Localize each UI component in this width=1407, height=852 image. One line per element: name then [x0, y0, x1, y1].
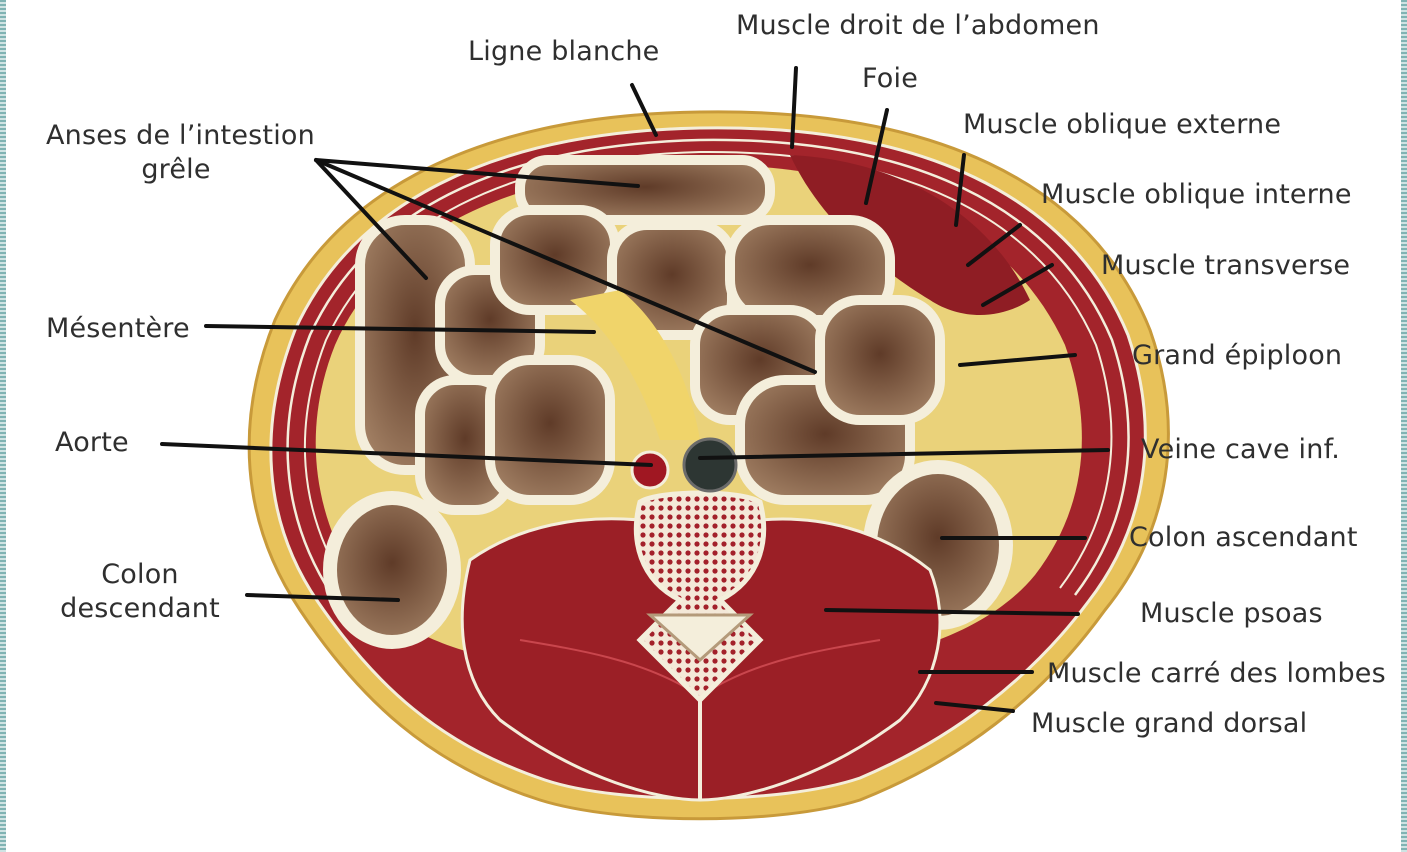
label-muscle-droit: Muscle droit de l’abdomen	[736, 9, 1100, 43]
label-psoas: Muscle psoas	[1140, 597, 1323, 631]
label-grand-dorsal: Muscle grand dorsal	[1031, 707, 1307, 741]
label-anses-line1: Anses de l’intestion	[46, 119, 306, 153]
label-grand-epiploon: Grand épiploon	[1132, 339, 1342, 373]
label-veine-cave: Veine cave inf.	[1141, 433, 1340, 467]
label-colon-desc-line2: descendant	[55, 592, 225, 626]
label-colon-desc: Colon descendant	[55, 558, 225, 626]
label-oblique-externe: Muscle oblique externe	[963, 108, 1281, 142]
aorta	[632, 452, 668, 488]
inferior-vena-cava	[684, 439, 736, 491]
label-ligne-blanche: Ligne blanche	[468, 35, 659, 69]
label-colon-asc: Colon ascendant	[1129, 521, 1358, 555]
label-anses-line2: grêle	[46, 153, 306, 187]
label-anses: Anses de l’intestion grêle	[46, 119, 306, 187]
label-carre-lombes: Muscle carré des lombes	[1047, 657, 1386, 691]
label-aorte: Aorte	[55, 426, 129, 460]
label-foie: Foie	[862, 62, 918, 96]
label-transverse: Muscle transverse	[1101, 249, 1350, 283]
label-colon-desc-line1: Colon	[55, 558, 225, 592]
label-mesentere: Mésentère	[46, 312, 190, 346]
label-oblique-interne: Muscle oblique interne	[1041, 178, 1352, 212]
descending-colon	[330, 498, 454, 642]
